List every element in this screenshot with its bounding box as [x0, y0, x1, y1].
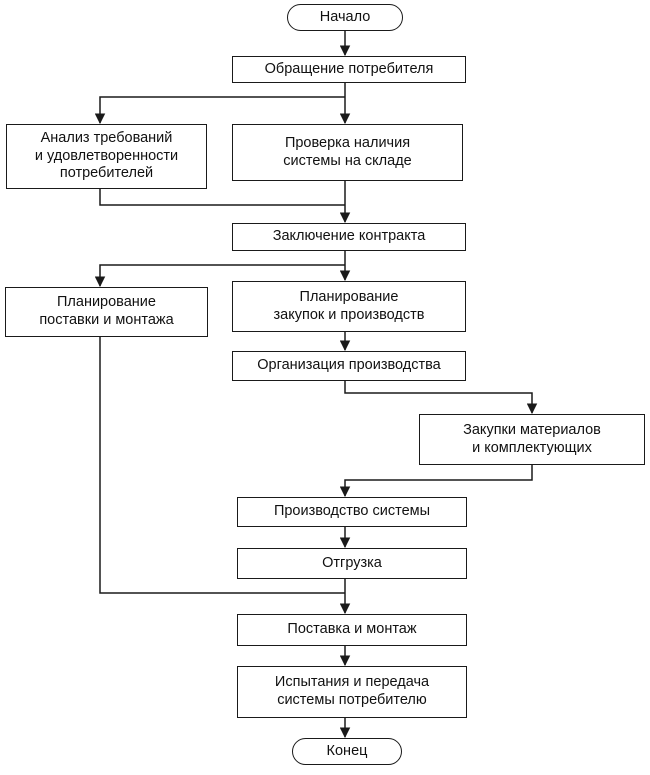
node-plan-delivery: Планирование поставки и монтажа [5, 287, 208, 337]
node-production-label: Производство системы [273, 503, 431, 520]
node-organize-production: Организация производства [232, 351, 466, 381]
node-start-label: Начало [319, 8, 371, 25]
node-end-label: Конец [326, 742, 368, 759]
edge-organize-procurement [344, 380, 538, 415]
node-contract: Заключение контракта [232, 223, 466, 251]
node-appeal: Обращение потребителя [232, 56, 466, 83]
node-contract-label: Заключение контракта [272, 228, 426, 245]
node-shipment-label: Отгрузка [322, 554, 382, 571]
node-plan-purchase-line-2: закупок и производств [273, 306, 425, 323]
edge-procurement-production [339, 464, 533, 498]
node-organize-production-label: Организация производства [257, 357, 441, 374]
node-delivery-install-label: Поставка и монтаж [287, 621, 417, 638]
node-appeal-label: Обращение потребителя [264, 60, 434, 77]
node-plan-delivery-line-1: Планирование [57, 294, 156, 311]
edge-analysis-merge [99, 188, 345, 206]
node-analysis: Анализ требований и удовлетворенности по… [6, 124, 207, 189]
node-procurement-line-2: и комплектующих [472, 439, 592, 456]
node-testing-line-1: Испытания и передача [274, 674, 430, 691]
node-plan-delivery-line-2: поставки и монтажа [39, 312, 174, 328]
node-analysis-line-1: Анализ требований [40, 129, 173, 146]
node-plan-purchase: Планирование закупок и производств [232, 281, 466, 332]
node-procurement: Закупки материалов и комплектующих [419, 414, 645, 465]
node-check-stock: Проверка наличия системы на складе [232, 124, 463, 181]
node-testing: Испытания и передача системы потребителю [237, 666, 467, 718]
node-procurement-line-1: Закупки материалов [463, 421, 601, 438]
edge-plan-delivery-delivery [99, 336, 345, 594]
node-check-stock-line-1: Проверка наличия [284, 134, 411, 151]
node-end: Конец [292, 738, 402, 765]
node-plan-purchase-line-1: Планирование [299, 288, 399, 305]
node-start: Начало [287, 4, 403, 31]
node-shipment: Отгрузка [237, 548, 467, 579]
node-production: Производство системы [237, 497, 467, 527]
node-check-stock-line-2: системы на складе [283, 152, 412, 169]
node-testing-line-2: системы потребителю [277, 692, 427, 708]
node-analysis-line-3: потребителей [59, 165, 154, 182]
node-analysis-line-2: и удовлетворенности [34, 147, 179, 164]
node-delivery-install: Поставка и монтаж [237, 614, 467, 646]
edge-appeal-analysis [94, 96, 345, 125]
edge-contract-plan-delivery [94, 264, 345, 288]
